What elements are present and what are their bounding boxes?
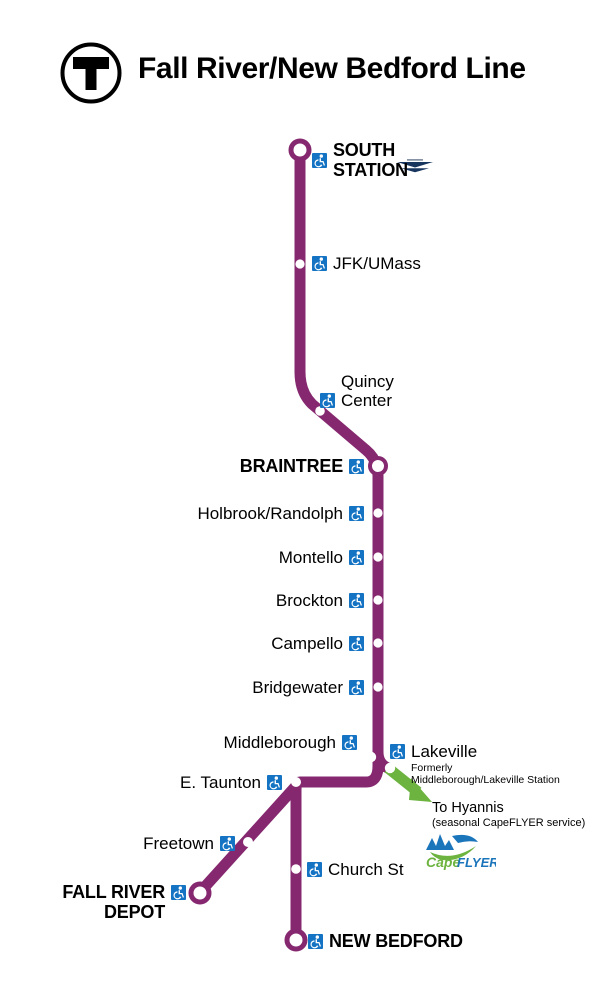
- station-name: Bridgewater: [252, 678, 343, 697]
- station-marker-campello[interactable]: [373, 638, 383, 648]
- station-label-braintree[interactable]: BRAINTREE: [120, 456, 364, 476]
- capeflyer-branch-arrowhead: [409, 778, 432, 802]
- station-label-south-station[interactable]: SOUTH STATION: [312, 140, 408, 180]
- station-label-montello[interactable]: Montello: [110, 548, 364, 567]
- station-name: JFK/UMass: [333, 254, 421, 273]
- station-marker-quincy-center[interactable]: [315, 406, 325, 416]
- accessible-icon: [171, 885, 186, 900]
- amtrak-logo-icon: [397, 159, 433, 173]
- accessible-icon: [312, 256, 327, 271]
- station-name: Holbrook/Randolph: [197, 504, 343, 523]
- station-label-holbrook-randolph[interactable]: Holbrook/Randolph: [110, 504, 364, 523]
- station-name: FALL RIVER DEPOT: [62, 882, 165, 922]
- accessible-icon: [349, 506, 364, 521]
- station-marker-new-bedford[interactable]: [284, 928, 308, 952]
- station-name: BRAINTREE: [239, 456, 343, 476]
- accessible-icon: [320, 393, 335, 408]
- station-marker-montello[interactable]: [373, 552, 383, 562]
- accessible-icon: [308, 933, 323, 949]
- accessible-icon: [307, 862, 322, 877]
- station-marker-middleborough[interactable]: [365, 751, 377, 763]
- station-label-freetown[interactable]: Freetown: [20, 834, 235, 853]
- station-name: Montello: [278, 548, 343, 567]
- station-label-jfk-umass[interactable]: JFK/UMass: [312, 254, 421, 273]
- station-marker-fall-river-depot[interactable]: [188, 881, 212, 905]
- mbta-t-logo-icon: [60, 42, 122, 104]
- station-name: Quincy Center: [341, 372, 394, 410]
- accessible-icon: [349, 636, 364, 651]
- station-subtitle: Formerly Middleborough/Lakeville Station: [411, 762, 560, 786]
- station-name: Brockton: [275, 591, 343, 610]
- accessible-icon: [349, 593, 364, 608]
- station-name: NEW BEDFORD: [329, 931, 463, 951]
- capeflyer-logo-icon: Cape FLYER: [426, 834, 496, 870]
- accessible-icon: [349, 550, 364, 565]
- station-label-campello[interactable]: Campello: [110, 634, 364, 653]
- station-label-quincy-center[interactable]: Quincy Center: [320, 372, 394, 410]
- station-label-brockton[interactable]: Brockton: [110, 591, 364, 610]
- accessible-icon: [390, 744, 405, 759]
- station-marker-jfk-umass[interactable]: [295, 259, 305, 269]
- station-marker-freetown[interactable]: [243, 837, 253, 847]
- station-marker-holbrook-randolph[interactable]: [373, 508, 383, 518]
- station-name: Lakeville: [411, 742, 478, 761]
- station-name: Church St: [328, 860, 404, 879]
- station-label-fall-river-depot[interactable]: FALL RIVER DEPOT: [20, 882, 186, 922]
- station-marker-braintree[interactable]: [368, 456, 388, 476]
- branch-note-title: To Hyannis: [432, 800, 504, 816]
- hyannis-branch-note: To Hyannis (seasonal CapeFLYER service): [432, 800, 585, 829]
- station-marker-bridgewater[interactable]: [373, 682, 383, 692]
- station-marker-e-taunton[interactable]: [291, 777, 301, 787]
- station-name: SOUTH STATION: [333, 140, 408, 180]
- station-marker-church-st[interactable]: [291, 864, 301, 874]
- station-marker-brockton[interactable]: [373, 595, 383, 605]
- station-name: Freetown: [143, 834, 214, 853]
- station-marker-south-station[interactable]: [288, 138, 312, 162]
- accessible-icon: [349, 458, 364, 474]
- branch-note-subtitle: (seasonal CapeFLYER service): [432, 817, 586, 829]
- svg-text:FLYER: FLYER: [457, 855, 496, 870]
- page-header: Fall River/New Bedford Line: [0, 0, 604, 118]
- accessible-icon: [349, 680, 364, 695]
- accessible-icon: [342, 735, 357, 750]
- svg-text:Cape: Cape: [426, 854, 460, 870]
- station-label-lakeville[interactable]: Lakeville Formerly Middleborough/Lakevil…: [390, 742, 560, 786]
- station-marker-lakeville[interactable]: [384, 762, 396, 774]
- station-name: Middleborough: [223, 733, 336, 752]
- station-label-middleborough[interactable]: Middleborough: [100, 733, 357, 752]
- station-label-church-st[interactable]: Church St: [307, 860, 404, 879]
- station-label-new-bedford[interactable]: NEW BEDFORD: [308, 931, 463, 951]
- station-label-bridgewater[interactable]: Bridgewater: [110, 678, 364, 697]
- route-line-new-bedford-branch: [290, 746, 384, 942]
- station-name: Campello: [271, 634, 343, 653]
- station-label-e-taunton[interactable]: E. Taunton: [60, 773, 282, 792]
- accessible-icon: [312, 152, 327, 168]
- page-title: Fall River/New Bedford Line: [138, 52, 526, 85]
- accessible-icon: [220, 836, 235, 851]
- station-name: E. Taunton: [180, 773, 261, 792]
- accessible-icon: [267, 775, 282, 790]
